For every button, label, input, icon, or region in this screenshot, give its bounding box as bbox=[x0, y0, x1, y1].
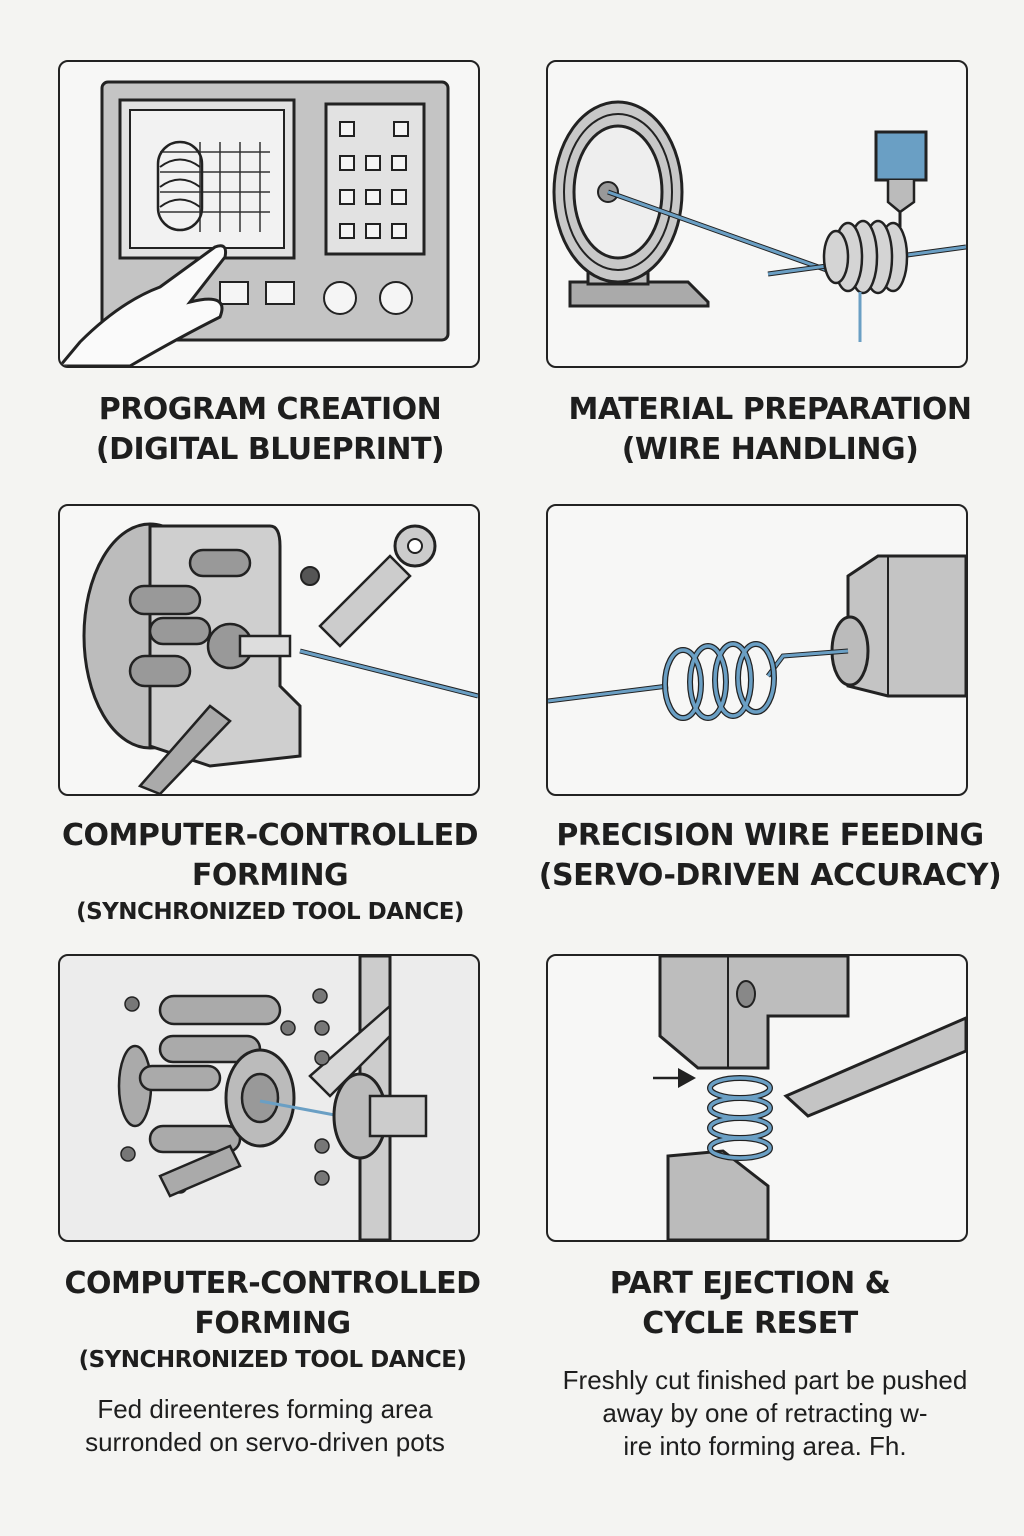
panel-3-title: COMPUTER-CONTROLLED bbox=[61, 818, 479, 853]
panel-2-subtitle: (WIRE HANDLING) bbox=[621, 432, 919, 467]
panel-5-subtitle: (SYNCHRONIZED TOOL DANCE) bbox=[78, 1347, 467, 1373]
wire-feeding-illustration bbox=[546, 504, 968, 796]
panel-5-description-line-2: surronded on servo-driven pots bbox=[85, 1427, 445, 1457]
panel-2-title: MATERIAL PREPARATION bbox=[568, 392, 973, 427]
panel-1-subtitle: (DIGITAL BLUEPRINT) bbox=[95, 432, 445, 467]
panel-6-description-line-3: ire into forming area. Fh. bbox=[623, 1431, 907, 1461]
panel-6-description-line-2: away by one of retracting w- bbox=[602, 1398, 928, 1428]
panel-5-title-line2: FORMING bbox=[194, 1306, 351, 1341]
panel-6-caption: PART EJECTION & CYCLE RESET bbox=[520, 1264, 980, 1344]
wire-feeder-spring-icon bbox=[548, 554, 966, 721]
panel-6-description-line-1: Freshly cut finished part be pushed bbox=[562, 1365, 968, 1395]
forming-head-icon bbox=[117, 956, 428, 1240]
panel-6-title: PART EJECTION & bbox=[609, 1266, 891, 1301]
part-ejection-illustration bbox=[546, 954, 968, 1242]
panel-5-description-line-1: Fed direenteres forming area bbox=[97, 1394, 433, 1424]
panel-6-description: Freshly cut finished part be pushed away… bbox=[535, 1364, 995, 1463]
panel-5-caption: COMPUTER-CONTROLLED FORMING (SYNCHRONIZE… bbox=[40, 1264, 505, 1376]
cnc-control-panel-icon bbox=[60, 80, 450, 366]
panel-4-caption: PRECISION WIRE FEEDING (SERVO-DRIVEN ACC… bbox=[530, 816, 1010, 896]
panel-1-caption: PROGRAM CREATION (DIGITAL BLUEPRINT) bbox=[40, 390, 500, 470]
panel-5-description: Fed direenteres forming area surronded o… bbox=[40, 1393, 490, 1459]
forming-tools-icon bbox=[82, 522, 478, 794]
panel-6-title-line2: CYCLE RESET bbox=[642, 1306, 858, 1341]
material-preparation-illustration bbox=[546, 60, 968, 368]
panel-3-subtitle: (SYNCHRONIZED TOOL DANCE) bbox=[76, 899, 464, 925]
forming-illustration bbox=[58, 504, 480, 796]
forming-head-illustration bbox=[58, 954, 480, 1242]
panel-1-title: PROGRAM CREATION bbox=[98, 392, 442, 427]
panel-4-title: PRECISION WIRE FEEDING bbox=[556, 818, 984, 853]
panel-3-caption: COMPUTER-CONTROLLED FORMING (SYNCHRONIZE… bbox=[40, 816, 500, 928]
panel-2-caption: MATERIAL PREPARATION (WIRE HANDLING) bbox=[535, 390, 1005, 470]
panel-5-title: COMPUTER-CONTROLLED bbox=[64, 1266, 481, 1301]
panel-4-subtitle: (SERVO-DRIVEN ACCURACY) bbox=[538, 858, 1002, 893]
panel-3-title-line2: FORMING bbox=[191, 858, 349, 893]
wire-spool-icon bbox=[552, 100, 966, 342]
program-creation-illustration bbox=[58, 60, 480, 368]
cutter-spring-icon bbox=[653, 956, 966, 1240]
